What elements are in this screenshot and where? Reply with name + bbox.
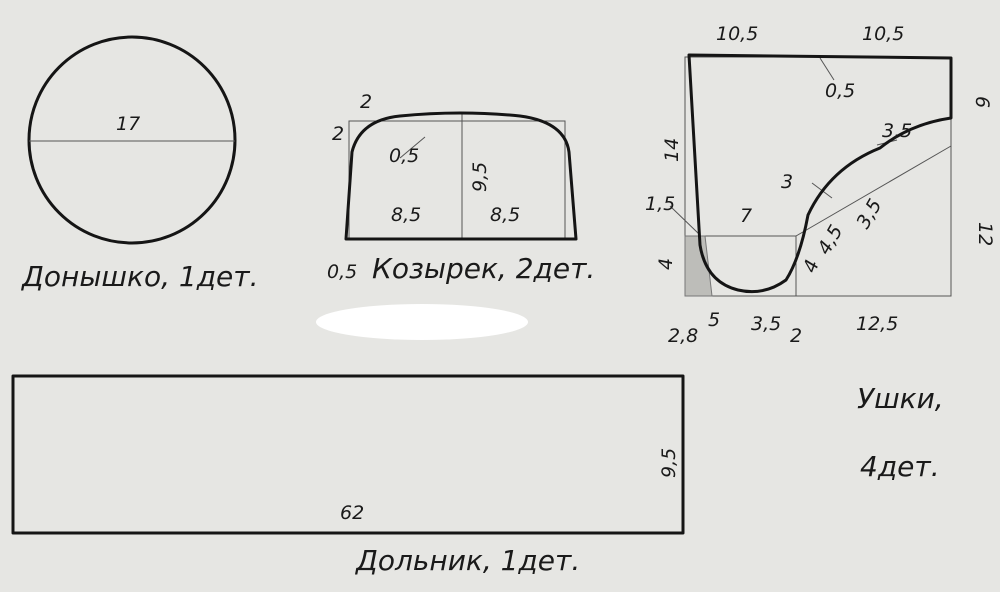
visor-half-right: 8,5	[490, 204, 520, 226]
visor-half-left: 8,5	[391, 204, 421, 226]
ear-right-top: 6	[971, 96, 993, 108]
visor-corner-side: 2	[332, 123, 344, 145]
ear-right-height: 12	[974, 222, 996, 246]
ear-top-right: 10,5	[862, 23, 904, 45]
visor-leader-line	[399, 136, 426, 159]
ear-piece: 10,5 10,5 0,5 6 14 3,5 3 3,5 4,5 1,5 7 4…	[645, 23, 996, 483]
ear-bottom-125: 12,5	[856, 313, 898, 335]
ear-top-left: 10,5	[716, 23, 758, 45]
ear-inner-width: 7	[740, 205, 752, 227]
crown-caption: Донышко, 1дет.	[20, 260, 259, 293]
visor-curve-offset: 0,5	[389, 145, 419, 167]
crown-circle	[27, 35, 237, 245]
ear-bottom-28: 2,8	[668, 325, 698, 347]
ear-left-height: 14	[661, 138, 683, 162]
ear-guide-rect	[684, 56, 952, 297]
band-length: 62	[340, 502, 364, 524]
visor-piece: 2 2 0,5 9,5 8,5 8,5 0,5 Козырек, 2дет.	[327, 91, 595, 285]
ear-bottom-2: 2	[790, 325, 802, 347]
ear-bottom-5: 5	[708, 309, 720, 331]
ear-bottom-mid: 4	[799, 257, 824, 276]
ear-left-small: 1,5	[645, 193, 675, 215]
visor-guide-rect	[348, 120, 566, 240]
crown-piece: 17 Донышко, 1дет.	[20, 35, 259, 293]
ear-caption-line1: Ушки,	[857, 382, 944, 415]
band-height: 9,5	[658, 448, 680, 478]
ear-diag-b: 4,5	[813, 221, 847, 258]
ear-leader-top	[819, 57, 835, 81]
visor-height: 9,5	[469, 162, 491, 192]
ear-curve-inner: 3	[781, 171, 793, 193]
band-piece: 62 9,5 Дольник, 1дет.	[11, 374, 685, 577]
ear-outline	[687, 53, 953, 294]
ear-left-bottom: 4	[655, 258, 677, 270]
crown-diameter-label: 17	[116, 113, 140, 135]
correction-blot	[316, 304, 528, 340]
ear-bottom-35: 3,5	[751, 313, 781, 335]
band-rect	[11, 374, 685, 535]
band-caption: Дольник, 1дет.	[354, 544, 580, 577]
ear-caption-line2: 4дет.	[860, 450, 940, 483]
ear-top-sag: 0,5	[825, 80, 855, 102]
visor-bottom-offset: 0,5	[327, 261, 357, 283]
visor-outline	[344, 111, 578, 241]
ear-curve-top: 3,5	[882, 120, 912, 142]
ear-leader-small	[669, 205, 700, 235]
visor-corner-top: 2	[360, 91, 372, 113]
ear-guide-diagonal	[795, 145, 952, 237]
visor-caption: Козырек, 2дет.	[372, 252, 595, 285]
